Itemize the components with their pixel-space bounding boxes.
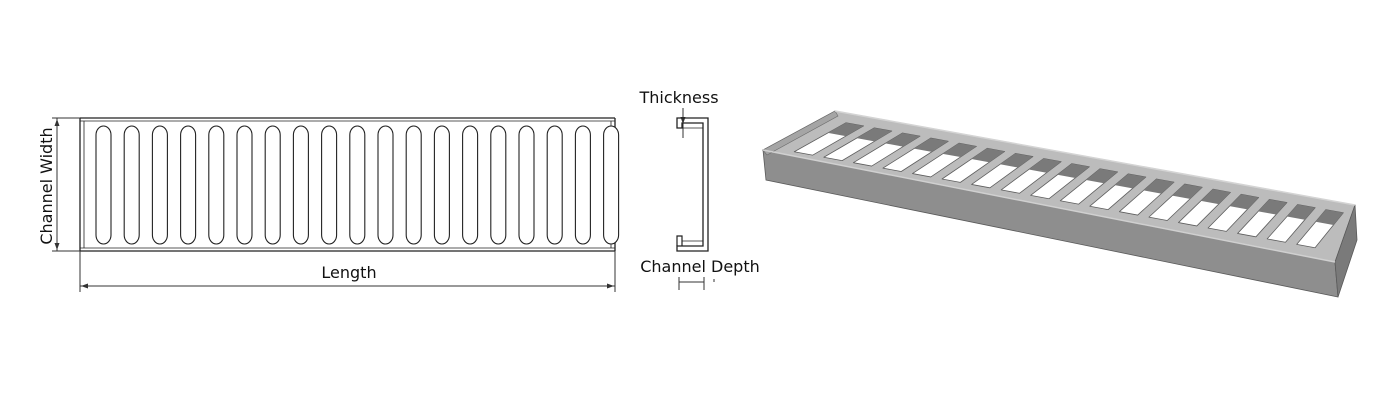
channel-width-label: Channel Width bbox=[37, 127, 56, 244]
iso-slot-shadow bbox=[1028, 158, 1062, 173]
channel-depth-label: Channel Depth bbox=[640, 257, 760, 276]
plan-slot bbox=[151, 125, 168, 245]
iso-slot-shadow bbox=[1172, 184, 1203, 199]
plan-slot bbox=[490, 125, 507, 245]
iso-right-end bbox=[1334, 204, 1358, 298]
plan-slot bbox=[95, 125, 112, 245]
iso-slot-shadow bbox=[1200, 189, 1231, 205]
plan-slot bbox=[433, 125, 450, 245]
iso-slot-shadow bbox=[827, 122, 864, 137]
plan-slot bbox=[546, 125, 563, 245]
iso-front-rim bbox=[762, 149, 1336, 263]
iso-slot-shadow bbox=[1286, 204, 1316, 220]
plan-slot bbox=[180, 125, 197, 245]
iso-slot-shadow bbox=[1143, 178, 1175, 194]
iso-back-rim bbox=[834, 110, 1356, 206]
plan-view: Channel Width Length bbox=[37, 117, 620, 292]
channel-profile-bottom-lip bbox=[676, 235, 683, 246]
plan-slot bbox=[123, 125, 140, 245]
channel-profile bbox=[676, 117, 709, 252]
iso-slot-shadow bbox=[1315, 209, 1344, 226]
plan-slot bbox=[321, 125, 338, 245]
width-dim-arrow-top bbox=[54, 119, 60, 126]
plan-slot bbox=[462, 125, 479, 245]
plan-slots bbox=[95, 125, 620, 245]
plan-slot bbox=[377, 125, 394, 245]
plan-slot bbox=[236, 125, 253, 245]
width-dim-arrow-bottom bbox=[54, 243, 60, 250]
thickness-label: Thickness bbox=[638, 88, 718, 107]
plan-slot bbox=[518, 125, 535, 245]
iso-slot-shadow bbox=[913, 138, 949, 152]
plan-slot bbox=[349, 125, 366, 245]
iso-left-end bbox=[762, 110, 839, 156]
iso-slot-shadow bbox=[1057, 163, 1090, 178]
isometric-view bbox=[761, 110, 1358, 298]
iso-slot-shadow bbox=[1229, 194, 1259, 210]
thickness-arrow bbox=[680, 117, 686, 124]
length-dim-arrow-left bbox=[81, 283, 88, 289]
iso-slot-shadow bbox=[942, 143, 977, 158]
iso-slot-shadow bbox=[1000, 153, 1033, 168]
plan-slot bbox=[405, 125, 422, 245]
iso-slot-shadow bbox=[885, 132, 921, 147]
iso-slot-shadow bbox=[1114, 173, 1146, 189]
length-dim-arrow-right bbox=[607, 283, 614, 289]
iso-slot-shadow bbox=[856, 127, 892, 142]
iso-slot-shadow bbox=[1258, 199, 1287, 215]
plan-slot bbox=[264, 125, 281, 245]
length-label: Length bbox=[321, 263, 376, 282]
plan-slot bbox=[292, 125, 309, 245]
iso-slot-shadow bbox=[1086, 168, 1118, 184]
plan-slot bbox=[574, 125, 591, 245]
section-view: Thickness Channel Depth bbox=[638, 88, 760, 290]
plan-slot bbox=[603, 125, 620, 245]
iso-slot-shadow bbox=[971, 148, 1005, 163]
iso-slots bbox=[793, 122, 1344, 249]
plan-slot bbox=[208, 125, 225, 245]
